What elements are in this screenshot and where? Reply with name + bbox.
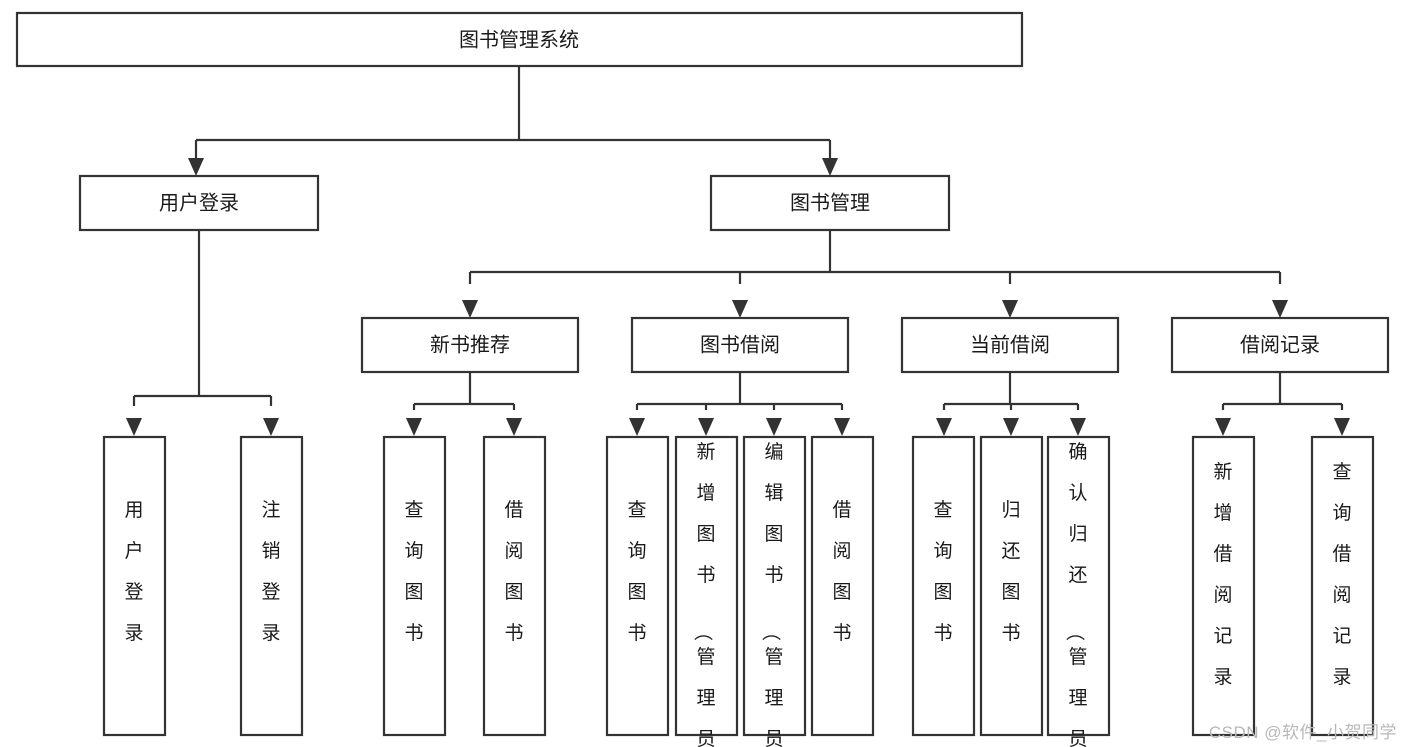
connector-group-new-book	[406, 372, 522, 436]
leaf-label-vertical: 编辑图书（管理员）	[759, 441, 783, 747]
node-current-borrow-label: 当前借阅	[970, 333, 1050, 356]
leaf-node[interactable]: 借阅图书	[482, 435, 547, 737]
node-new-book-recommend[interactable]: 新书推荐	[360, 316, 580, 374]
node-user-login-label: 用户登录	[159, 191, 239, 214]
node-root-label: 图书管理系统	[459, 28, 579, 51]
node-user-login[interactable]: 用户登录	[78, 174, 320, 232]
leaf-label-vertical: 确认归还（管理员）	[1063, 441, 1087, 747]
leaf-label-vertical: 查询借阅记录	[1332, 461, 1351, 688]
connector-group-user-login	[126, 230, 279, 436]
node-current-borrow[interactable]: 当前借阅	[900, 316, 1120, 374]
connector-group-current-borrow	[936, 372, 1086, 436]
leaf-label-vertical: 借阅图书	[504, 499, 523, 644]
leaf-label-vertical: 注销登录	[261, 499, 280, 644]
node-book-manage-label: 图书管理	[790, 191, 870, 214]
node-borrow-record-label: 借阅记录	[1240, 333, 1320, 356]
connector-group-root	[188, 66, 838, 176]
leaf-node[interactable]: 查询借阅记录	[1310, 435, 1375, 737]
leaf-node[interactable]: 新增借阅记录	[1191, 435, 1256, 737]
node-root[interactable]: 图书管理系统	[15, 11, 1024, 68]
leaf-label-vertical: 用户登录	[124, 500, 143, 644]
leaf-label-vertical: 查询图书	[933, 499, 952, 644]
leaf-node[interactable]: 新增图书（管理员）	[674, 435, 739, 747]
leaf-node[interactable]: 注销登录	[239, 435, 304, 737]
leaf-node[interactable]: 编辑图书（管理员）	[742, 435, 807, 747]
node-book-borrow[interactable]: 图书借阅	[630, 316, 850, 374]
leaf-node[interactable]: 查询图书	[605, 435, 670, 737]
node-book-manage[interactable]: 图书管理	[709, 174, 951, 232]
leaf-node[interactable]: 查询图书	[911, 435, 976, 737]
leaf-label-vertical: 归还图书	[1001, 499, 1020, 644]
leaf-node[interactable]: 用户登录	[102, 435, 167, 737]
node-new-book-recommend-label: 新书推荐	[430, 333, 510, 356]
leaf-node[interactable]: 归还图书	[979, 435, 1044, 737]
connector-group-book-borrow	[629, 372, 850, 436]
leaf-label-vertical: 借阅图书	[832, 499, 851, 644]
leaf-node[interactable]: 查询图书	[382, 435, 447, 737]
leaf-node[interactable]: 借阅图书	[810, 435, 875, 737]
leaf-label-vertical: 查询图书	[627, 499, 646, 644]
node-book-borrow-label: 图书借阅	[700, 333, 780, 356]
leaf-label-vertical: 新增图书（管理员）	[691, 441, 715, 747]
leaf-label-vertical: 新增借阅记录	[1213, 461, 1232, 688]
connector-group-book-manage	[462, 230, 1288, 318]
connector-group-borrow-record	[1215, 372, 1350, 436]
leaf-node[interactable]: 确认归还（管理员）	[1046, 435, 1111, 747]
node-borrow-record[interactable]: 借阅记录	[1170, 316, 1390, 374]
leaf-label-vertical: 查询图书	[404, 499, 423, 644]
csdn-watermark: CSDN @软件_小贺同学	[1208, 723, 1397, 742]
